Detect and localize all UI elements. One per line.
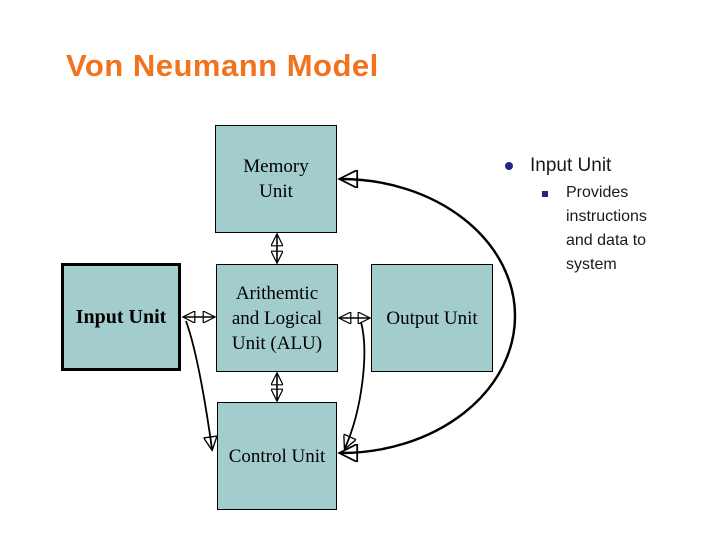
sub-bullet-line3: and data to — [566, 232, 647, 249]
alu-label-line3: Unit (ALU) — [231, 332, 323, 354]
sub-bullet-line2: instructions — [566, 208, 647, 225]
memory-unit-label-line1: Memory — [243, 156, 309, 177]
memory-unit-label-line2: Unit — [259, 181, 293, 202]
arrow-outputbus-to-control-curve — [345, 321, 366, 448]
output-unit-label-line1: Output Unit — [386, 307, 478, 329]
alu-label: Arithemtic and Logical Unit (ALU) — [232, 281, 322, 356]
bullet-item-input-unit: Input Unit — [530, 155, 612, 176]
control-unit-box: Control Unit — [217, 402, 337, 510]
slide-title: Von Neumann Model — [66, 48, 379, 83]
bullet-dot-icon — [505, 162, 513, 170]
alu-label-line1: Arithemtic — [235, 282, 319, 304]
memory-unit-box: Memory Unit — [215, 125, 337, 233]
arrow-inputbus-to-control-curve — [185, 320, 212, 449]
alu-box: Arithemtic and Logical Unit (ALU) — [216, 264, 338, 372]
output-unit-label: Output Unit — [386, 306, 477, 331]
sub-bullet-square-icon — [542, 191, 548, 197]
input-unit-label: Input Unit — [76, 305, 167, 330]
alu-label-line2: and Logical — [231, 307, 323, 329]
memory-unit-label: Memory Unit — [243, 154, 308, 204]
output-unit-box: Output Unit — [371, 264, 493, 372]
control-unit-label-line1: Control Unit — [228, 445, 326, 467]
sub-bullet-line4: system — [566, 256, 617, 273]
sub-bullet-line1: Provides — [566, 184, 629, 201]
control-unit-label: Control Unit — [229, 444, 326, 469]
sub-bullet-text: Provides instructions and data to system — [566, 181, 647, 277]
input-unit-box: Input Unit — [61, 263, 181, 371]
input-unit-label-line1: Input Unit — [75, 305, 167, 328]
